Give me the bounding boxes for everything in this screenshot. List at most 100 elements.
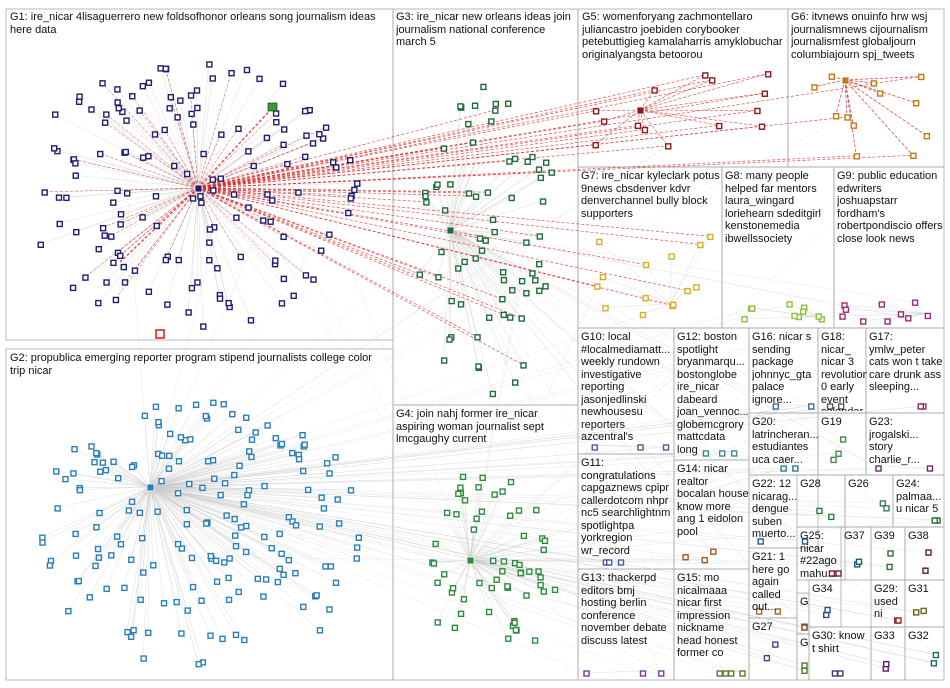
hub-node-g6[interactable]	[841, 76, 850, 85]
node-g2[interactable]	[318, 494, 325, 501]
node-g4[interactable]	[515, 507, 523, 514]
node-g4[interactable]	[520, 532, 528, 540]
node-g2[interactable]	[140, 655, 147, 662]
node-g2[interactable]	[195, 660, 202, 668]
node-g8[interactable]	[741, 316, 748, 323]
node-g39[interactable]	[887, 550, 894, 557]
node-g2[interactable]	[274, 578, 282, 586]
node-g1[interactable]	[52, 111, 59, 118]
node-g1[interactable]	[351, 186, 358, 194]
node-g2[interactable]	[316, 523, 323, 530]
node-g37[interactable]	[855, 558, 863, 565]
node-g3[interactable]	[482, 237, 489, 244]
node-g7[interactable]	[670, 301, 677, 309]
node-g34[interactable]	[823, 611, 830, 619]
node-g1[interactable]	[75, 98, 83, 105]
node-g2[interactable]	[202, 412, 209, 420]
node-g2[interactable]	[252, 429, 259, 436]
node-g2[interactable]	[285, 514, 293, 521]
node-g1[interactable]	[110, 259, 117, 267]
node-g2[interactable]	[260, 593, 267, 600]
node-g27[interactable]	[763, 654, 771, 662]
email-node[interactable]	[267, 102, 278, 112]
node-g1[interactable]	[218, 131, 225, 138]
node-g6[interactable]	[832, 113, 840, 120]
node-g32[interactable]	[930, 660, 938, 667]
node-g2[interactable]	[323, 460, 331, 467]
node-g2[interactable]	[140, 569, 147, 576]
hub-node-g1[interactable]	[194, 184, 203, 193]
node-g3[interactable]	[492, 107, 499, 114]
node-g2[interactable]	[219, 635, 226, 643]
node-g20[interactable]	[780, 465, 787, 472]
node-g1[interactable]	[279, 80, 287, 88]
node-g5[interactable]	[592, 108, 600, 115]
node-g2[interactable]	[300, 603, 307, 611]
node-g36[interactable]	[801, 624, 808, 631]
node-g4[interactable]	[470, 526, 478, 533]
node-g1[interactable]	[103, 279, 110, 286]
node-g1[interactable]	[117, 211, 125, 218]
node-g4[interactable]	[451, 624, 459, 632]
node-g6[interactable]	[811, 84, 818, 91]
node-g1[interactable]	[95, 245, 102, 253]
node-g2[interactable]	[225, 596, 233, 604]
node-g15[interactable]	[727, 670, 735, 677]
node-g1[interactable]	[41, 189, 48, 196]
node-g3[interactable]	[489, 390, 497, 398]
node-g4[interactable]	[453, 511, 460, 518]
node-g2[interactable]	[91, 458, 98, 466]
node-g28[interactable]	[828, 513, 835, 521]
node-g2[interactable]	[322, 563, 329, 570]
node-g1[interactable]	[72, 172, 79, 179]
node-g1[interactable]	[97, 150, 104, 158]
node-g25[interactable]	[835, 570, 842, 577]
node-g1[interactable]	[280, 275, 288, 283]
node-g10[interactable]	[662, 444, 670, 451]
node-g8[interactable]	[791, 312, 798, 320]
node-g9[interactable]	[839, 313, 846, 320]
node-g35[interactable]	[801, 662, 808, 669]
node-g3[interactable]	[441, 207, 449, 214]
node-g14[interactable]	[710, 548, 717, 555]
node-g4[interactable]	[493, 576, 500, 583]
node-g1[interactable]	[302, 153, 309, 161]
node-g3[interactable]	[499, 295, 506, 303]
node-g5[interactable]	[641, 126, 649, 134]
node-g2[interactable]	[280, 571, 287, 579]
node-g2[interactable]	[237, 524, 245, 531]
node-g1[interactable]	[197, 193, 204, 200]
node-g4[interactable]	[457, 610, 465, 618]
node-g2[interactable]	[248, 453, 255, 461]
node-g14[interactable]	[701, 556, 708, 564]
node-g2[interactable]	[138, 534, 146, 542]
node-g2[interactable]	[292, 522, 300, 529]
node-g2[interactable]	[295, 455, 303, 463]
node-g4[interactable]	[512, 626, 520, 634]
node-g5[interactable]	[702, 72, 709, 79]
node-g1[interactable]	[139, 214, 146, 221]
node-g2[interactable]	[72, 552, 80, 559]
node-g1[interactable]	[245, 148, 252, 155]
node-g16[interactable]	[772, 403, 780, 410]
node-g3[interactable]	[484, 189, 492, 196]
node-g2[interactable]	[70, 470, 77, 477]
node-g16[interactable]	[808, 403, 815, 410]
node-g2[interactable]	[188, 554, 196, 562]
node-g3[interactable]	[537, 174, 545, 182]
node-g2[interactable]	[248, 436, 256, 443]
node-g7[interactable]	[642, 295, 649, 302]
node-g1[interactable]	[145, 79, 153, 86]
node-g3[interactable]	[523, 239, 530, 246]
node-g1[interactable]	[272, 110, 280, 117]
node-g1[interactable]	[123, 190, 131, 197]
node-g2[interactable]	[236, 462, 243, 470]
node-g1[interactable]	[206, 239, 213, 246]
node-g1[interactable]	[214, 265, 221, 272]
node-g1[interactable]	[117, 252, 124, 260]
node-g1[interactable]	[114, 99, 121, 106]
node-g3[interactable]	[422, 192, 429, 200]
node-g1[interactable]	[194, 104, 201, 112]
node-g2[interactable]	[141, 412, 149, 420]
node-g13[interactable]	[658, 670, 665, 677]
